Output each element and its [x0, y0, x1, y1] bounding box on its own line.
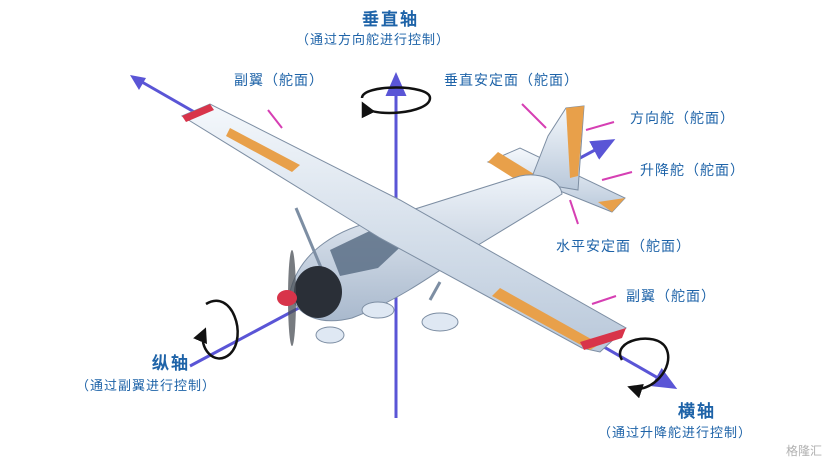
rudder-surface: [566, 106, 584, 178]
aileron-right-surface: [492, 288, 600, 350]
wing-tip-left: [182, 104, 214, 122]
watermark: 格隆汇: [785, 444, 822, 458]
lateral-axis-back-arrowhead: [130, 75, 146, 90]
vertical-axis-title: 垂直轴: [362, 10, 419, 30]
main-wheel-right: [421, 312, 459, 332]
engine-cowling: [294, 266, 342, 318]
nose-wheel: [315, 326, 345, 344]
roll-rotation-icon: [193, 299, 239, 360]
elevator-label: 升降舵（舵面）: [640, 163, 745, 179]
yaw-rotation-icon: [360, 86, 432, 119]
vertical-stabilizer-label: 垂直安定面（舵面）: [444, 73, 579, 89]
longitudinal-axis-subtitle: （通过副翼进行控制）: [76, 379, 217, 394]
lateral-axis-subtitle: （通过升降舵进行控制）: [598, 426, 753, 441]
airplane: [180, 103, 627, 353]
aileron-top-label: 副翼（舵面）: [234, 73, 324, 89]
rudder-label: 方向舵（舵面）: [630, 111, 735, 127]
lateral-axis-title: 横轴: [678, 402, 716, 422]
aileron-bottom-label: 副翼（舵面）: [626, 289, 716, 305]
longitudinal-axis-title: 纵轴: [152, 354, 190, 374]
pitch-rotation-icon: [618, 337, 670, 399]
leader-lines: [267, 103, 633, 305]
main-wheel-left: [361, 301, 395, 319]
aileron-left-surface: [226, 128, 300, 172]
wing-tip-right: [580, 328, 626, 350]
propeller-spinner: [277, 290, 297, 306]
horizontal-stabilizer-label: 水平安定面（舵面）: [556, 239, 691, 255]
vertical-axis-subtitle: （通过方向舵进行控制）: [296, 33, 451, 48]
